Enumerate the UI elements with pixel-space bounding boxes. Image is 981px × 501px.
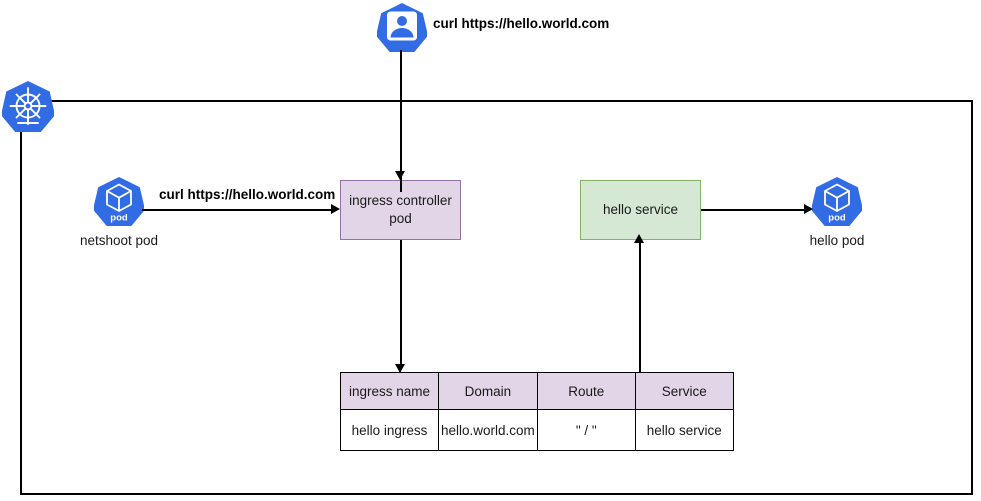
netshoot-pod-label: netshoot pod xyxy=(79,233,159,248)
cell-route: " / " xyxy=(536,409,636,451)
column-header-service: Service xyxy=(634,372,734,410)
arrow-head-up-icon xyxy=(634,234,644,243)
edge-netshoot-to-ingress-controller xyxy=(142,209,332,211)
cell-service: hello service xyxy=(634,409,734,451)
cell-domain: hello.world.com xyxy=(438,409,538,451)
arrow-head-right-icon xyxy=(804,204,813,214)
kubernetes-user-icon xyxy=(376,2,428,53)
ingress-rules-table: ingress name Domain Route Service hello … xyxy=(340,372,734,451)
svg-text:pod: pod xyxy=(828,213,846,224)
edge-user-to-ingress-controller xyxy=(400,50,402,192)
cell-ingress-name: hello ingress xyxy=(340,409,439,451)
arrow-head-down-icon xyxy=(395,171,405,180)
edge-ingress-controller-to-ingress-table xyxy=(400,240,402,370)
hello-pod-label: hello pod xyxy=(809,233,865,248)
edge-hello-service-to-hello-pod xyxy=(701,209,805,211)
hello-service-box: hello service xyxy=(580,180,701,240)
netshoot-request-label: curl https://hello.world.com xyxy=(159,187,336,202)
column-header-route: Route xyxy=(536,372,636,410)
column-header-ingress-name: ingress name xyxy=(340,372,439,410)
kubernetes-cluster-boundary xyxy=(20,100,973,495)
column-header-domain: Domain xyxy=(438,372,538,410)
svg-text:pod: pod xyxy=(110,213,128,224)
arrow-head-down-icon xyxy=(395,364,405,373)
table-header-row: ingress name Domain Route Service xyxy=(340,372,734,410)
kubernetes-pod-icon: pod xyxy=(811,176,863,227)
kubernetes-pod-icon: pod xyxy=(93,176,145,227)
table-row: hello ingress hello.world.com " / " hell… xyxy=(340,409,734,451)
arrow-head-right-icon xyxy=(331,204,340,214)
external-request-label: curl https://hello.world.com xyxy=(433,16,610,31)
kubernetes-wheel-icon xyxy=(1,80,55,133)
edge-ingress-table-to-hello-service xyxy=(639,243,641,372)
